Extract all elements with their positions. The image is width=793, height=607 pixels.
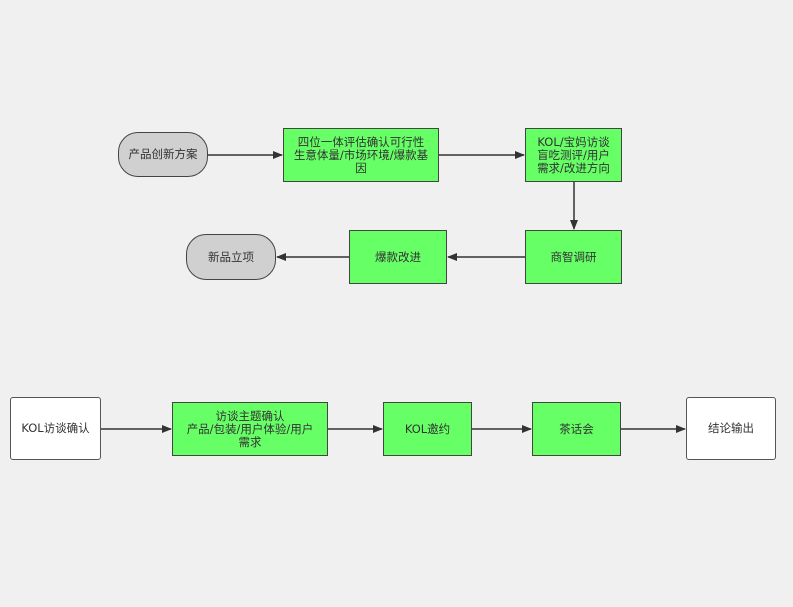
node-label: 产品创新方案 <box>128 147 198 161</box>
node-label: 茶话会 <box>559 421 594 436</box>
start-node-kol-interview-confirm[interactable]: KOL访谈确认 <box>10 397 101 460</box>
node-label: KOL/宝妈访谈 盲吃测评/用户 需求/改进方向 <box>537 134 610 175</box>
node-label: 结论输出 <box>708 421 754 435</box>
process-node-kol-interviews[interactable]: KOL/宝妈访谈 盲吃测评/用户 需求/改进方向 <box>525 128 622 182</box>
start-node-product-innovation[interactable]: 产品创新方案 <box>118 132 208 177</box>
node-label: 爆款改进 <box>375 249 421 264</box>
end-node-new-product-launch[interactable]: 新品立项 <box>186 234 276 280</box>
process-node-kol-invitation[interactable]: KOL邀约 <box>383 402 472 456</box>
node-label: KOL访谈确认 <box>21 421 90 435</box>
node-label: 新品立项 <box>208 249 254 264</box>
node-label: KOL邀约 <box>404 421 451 436</box>
process-node-assessment[interactable]: 四位一体评估确认可行性 生意体量/市场环境/爆款基 因 <box>283 128 439 182</box>
process-node-market-research[interactable]: 商智调研 <box>525 230 622 284</box>
end-node-conclusion-output[interactable]: 结论输出 <box>686 397 776 460</box>
node-label: 四位一体评估确认可行性 生意体量/市场环境/爆款基 因 <box>293 134 429 175</box>
node-label: 访谈主题确认 产品/包装/用户体验/用户 需求 <box>186 408 314 449</box>
process-node-hit-improvement[interactable]: 爆款改进 <box>349 230 447 284</box>
process-node-topic-confirm[interactable]: 访谈主题确认 产品/包装/用户体验/用户 需求 <box>172 402 328 456</box>
process-node-tea-party[interactable]: 茶话会 <box>532 402 621 456</box>
node-label: 商智调研 <box>550 249 597 264</box>
